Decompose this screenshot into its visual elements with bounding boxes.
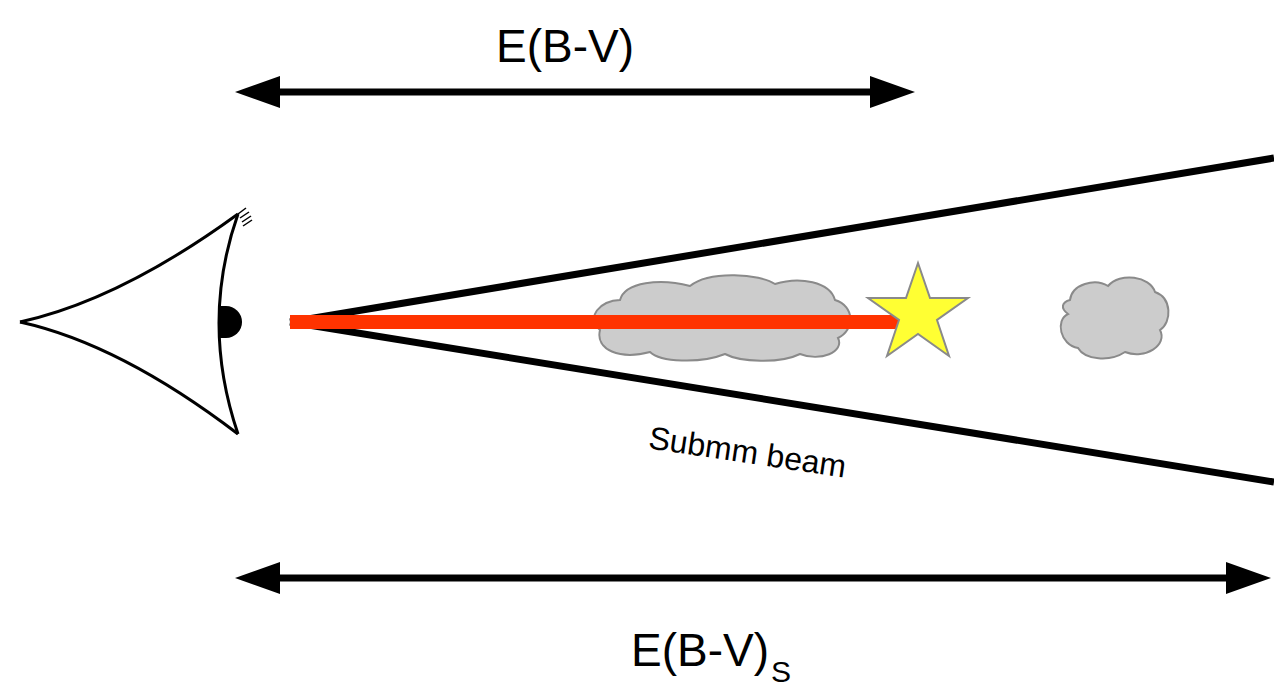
arrow-head	[235, 562, 280, 594]
eye-outline	[20, 322, 238, 434]
arrow-head	[1226, 562, 1271, 594]
extinction-label: E(B-V)	[496, 23, 634, 69]
beam-label: Submm beam	[647, 421, 849, 482]
dimension-arrow	[270, 89, 880, 96]
extinction-label: E(B-V)	[631, 627, 769, 673]
eye-pupil	[220, 306, 242, 338]
dust-cloud	[1061, 277, 1169, 358]
subscript-label: S	[771, 657, 791, 687]
eye-lash	[238, 208, 246, 214]
arrow-head	[235, 76, 280, 108]
arrow-head	[870, 76, 915, 108]
star	[868, 263, 968, 356]
eye-outline	[20, 214, 238, 322]
dimension-arrow	[270, 575, 1235, 582]
eye-lash	[240, 212, 249, 218]
eye-lashes	[238, 208, 252, 226]
eye-lash	[243, 220, 252, 226]
optical-sightline	[290, 315, 920, 329]
